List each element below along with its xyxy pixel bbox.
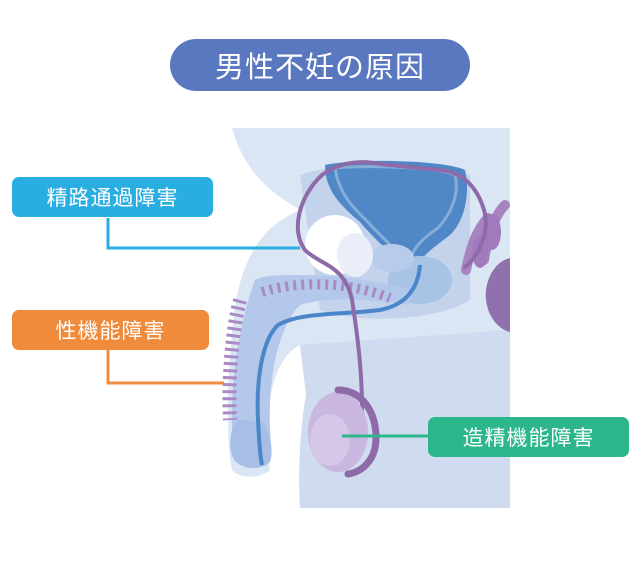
- label-spermatogenesis-disorder: 造精機能障害: [428, 417, 629, 457]
- vas-deferens: [295, 160, 488, 441]
- anus: [485, 258, 510, 332]
- label-sperm-duct-disorder: 精路通過障害: [12, 177, 213, 217]
- label-sexual-dysfunction: 性機能障害: [12, 310, 209, 350]
- penis-body: [231, 275, 412, 468]
- bladder: [325, 160, 468, 270]
- seminal-vesicle: [370, 244, 414, 272]
- epididymis: [334, 386, 380, 478]
- rectum-segment: [472, 236, 488, 268]
- callout-line-sperm-duct: [106, 218, 300, 250]
- callout-line-sexual-function: [106, 350, 224, 385]
- corpus-spongiosum: [222, 279, 392, 421]
- pubic-bone-shadow: [337, 233, 373, 277]
- testis-shading: [310, 414, 350, 466]
- glans: [230, 420, 272, 468]
- diagram-title: 男性不妊の原因: [170, 39, 470, 91]
- urethra: [255, 264, 422, 466]
